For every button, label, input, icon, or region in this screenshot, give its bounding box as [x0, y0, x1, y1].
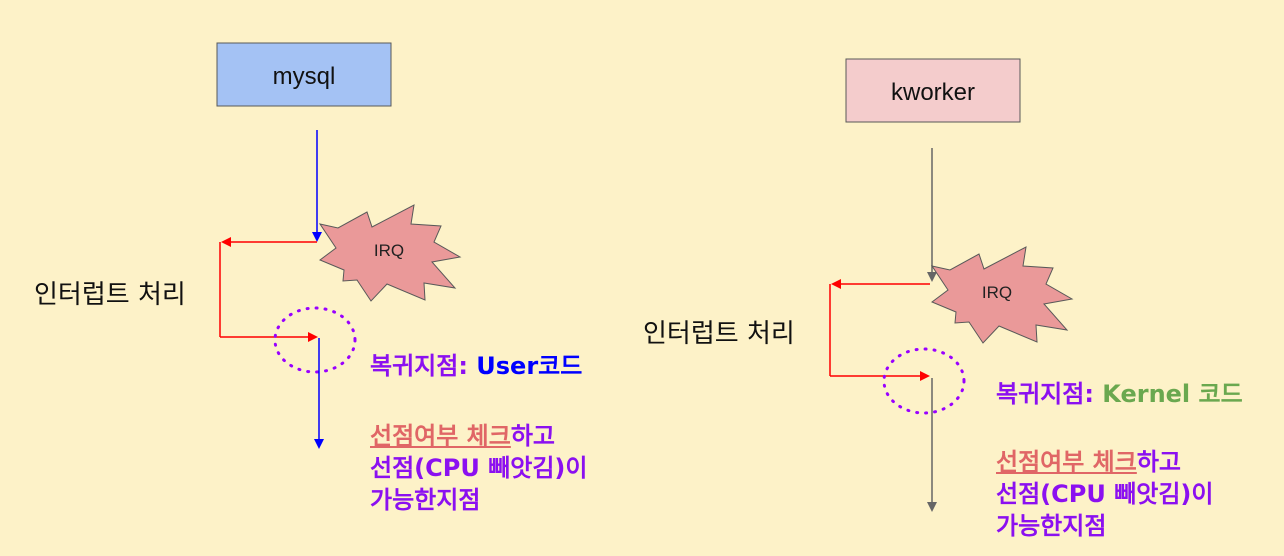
preemption-note-line-1: 선점여부 체크하고	[996, 446, 1213, 478]
kworker-process-label: kworker	[891, 79, 975, 106]
mysql-flow: mysql IRQ	[216, 42, 462, 449]
return-point-note: 복귀지점: User코드	[370, 350, 582, 382]
preemption-note-line-1: 선점여부 체크하고	[370, 420, 587, 452]
kworker-flow: kworker IRQ	[829, 58, 1074, 512]
irq-label: IRQ	[982, 283, 1012, 302]
preemption-note-line-2: 선점(CPU 빼앗김)이	[370, 454, 588, 482]
interrupt-handling-label: 인터럽트 처리	[34, 280, 186, 310]
mysql-process-label: mysql	[273, 63, 336, 90]
preempt-check-text: 선점여부 체크	[370, 422, 511, 450]
return-point-prefix: 복귀지점:	[370, 352, 477, 380]
irq-burst-shape	[318, 204, 462, 302]
preemption-note: 선점여부 체크하고 선점(CPU 빼앗김)이 가능한지점	[370, 420, 587, 516]
kworker-process-box	[845, 58, 1021, 123]
irq-burst-shape	[930, 246, 1074, 344]
preemption-note-line-2: 선점(CPU 빼앗김)이	[996, 480, 1214, 508]
mysql-process-box	[216, 42, 392, 107]
interrupt-handling-label: 인터럽트 처리	[643, 319, 795, 349]
preemption-note: 선점여부 체크하고 선점(CPU 빼앗김)이 가능한지점	[996, 446, 1213, 542]
return-point-code: Kernel 코드	[1102, 380, 1243, 408]
irq-label: IRQ	[374, 241, 404, 260]
preempt-check-text: 선점여부 체크	[996, 448, 1137, 476]
return-point-code: User코드	[476, 352, 583, 380]
return-point-note: 복귀지점: Kernel 코드	[996, 378, 1243, 410]
return-point-circle	[882, 347, 966, 415]
preempt-check-suffix: 하고	[1136, 448, 1182, 476]
return-point-circle	[273, 306, 357, 374]
preempt-check-suffix: 하고	[510, 422, 556, 450]
preemption-note-line-3: 가능한지점	[996, 512, 1107, 540]
preemption-note-line-3: 가능한지점	[370, 486, 481, 514]
return-point-prefix: 복귀지점:	[996, 380, 1103, 408]
